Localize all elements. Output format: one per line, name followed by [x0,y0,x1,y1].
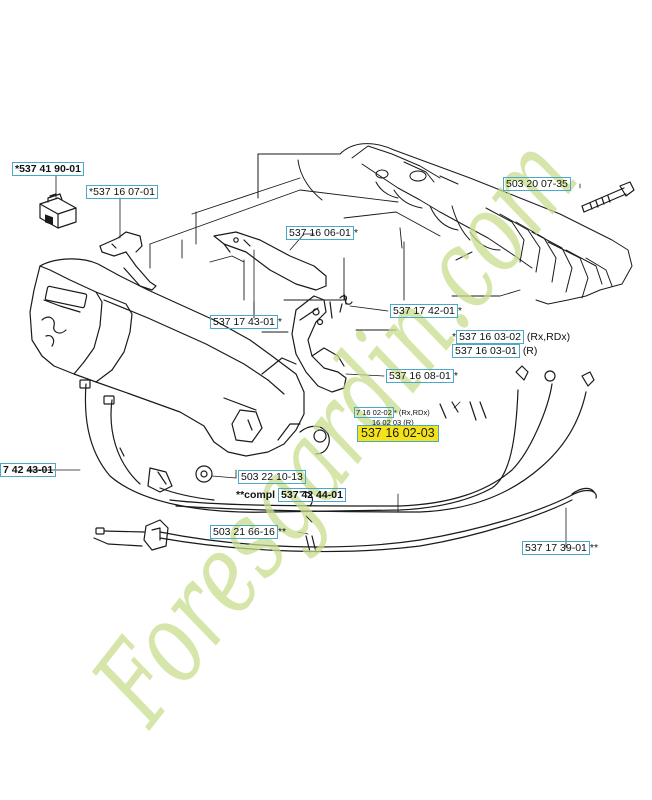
handle-body [29,258,330,457]
part-label-503-22-10-13[interactable]: 503 22 10-13 [238,470,306,484]
part-label-537-16-02-03-note: 16 02 03 (R) [372,418,414,427]
lever-part [99,231,157,291]
cable-assembly-part [79,365,595,523]
nut-part [195,465,213,483]
engine-housing-outline [257,143,633,305]
part-label-537-16-02-03-highlighted[interactable]: 537 16 02-03 [357,425,439,442]
part-label-503-21-66-16[interactable]: 503 21 66-16** [210,525,286,539]
part-label-503-20-07-35[interactable]: 503 20 07-35 [503,177,571,191]
part-label-537-16-03-02[interactable]: *537 16 03-02 (Rx,RDx) [452,330,571,344]
part-label-537-16-06-01[interactable]: 537 16 06-01* [286,226,358,240]
part-label-537-17-43-01[interactable]: 537 17 43-01* [210,315,282,329]
part-label-537-16-08-01[interactable]: 537 16 08-01* [386,369,458,383]
part-label-537-16-03-01[interactable]: 537 16 03-01 (R) [452,344,537,358]
spring-part [339,293,353,313]
bolt-part [581,181,635,213]
part-label-537-16-07-01[interactable]: *537 16 07-01 [86,185,158,199]
trigger-assembly-part [291,295,347,393]
leader-lines [27,175,581,549]
part-label-537-42-44-01[interactable]: **compl 537 42 44-01 [236,488,346,502]
switch-part [39,193,77,229]
throttle-cable-part [159,487,597,553]
part-label-537-41-90-01[interactable]: *537 41 90-01 [12,162,84,176]
part-label-537-17-39-01[interactable]: 537 17 39-01** [522,541,598,555]
connector-part [93,519,169,551]
part-label-537-42-43-01[interactable]: 7 42 43-01 [0,463,57,477]
throttle-part [213,231,327,291]
part-label-537-17-42-01[interactable]: 537 17 42-01* [390,304,462,318]
assembly-frame-lines [149,177,521,333]
part-label-537-16-02-02[interactable]: 7 16 02-02* (Rx,RDx) [354,407,430,418]
